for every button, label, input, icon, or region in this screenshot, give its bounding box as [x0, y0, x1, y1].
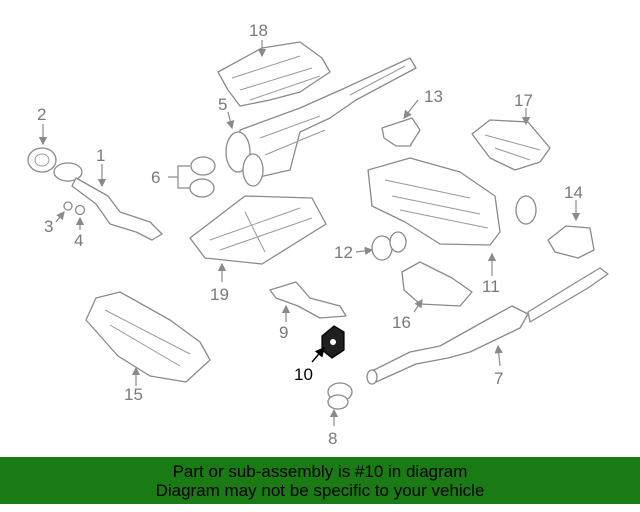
callout-2: 2 [37, 105, 46, 124]
callout-19: 19 [210, 285, 229, 304]
part-16-heat-shield[interactable] [401, 261, 473, 307]
callout-18: 18 [249, 21, 268, 40]
callout-10: 10 [294, 365, 313, 384]
callout-11: 11 [482, 277, 500, 296]
part-9-bracket[interactable] [269, 281, 347, 319]
callout-6: 6 [151, 168, 160, 187]
part-4-nut[interactable] [74, 204, 86, 216]
part-11-muffler[interactable] [367, 157, 537, 246]
part-13-bracket[interactable] [381, 117, 421, 147]
callout-3: 3 [44, 217, 53, 236]
callout-5: 5 [218, 95, 227, 114]
part-1-front-pipe[interactable] [53, 162, 163, 241]
banner-line-1: Part or sub-assembly is #10 in diagram [172, 461, 468, 481]
part-15-tunnel-heat-shield[interactable] [85, 291, 211, 383]
callout-17: 17 [514, 91, 533, 110]
callout-labels: 1 2 3 4 5 6 7 8 9 10 11 12 13 14 15 16 1… [37, 21, 583, 448]
part-7-rear-pipe[interactable] [366, 267, 609, 385]
callout-16: 16 [392, 313, 411, 332]
part-19-floor-heat-shield[interactable] [189, 195, 327, 265]
callout-1: 1 [96, 146, 105, 165]
callout-13: 13 [424, 87, 443, 106]
callout-9: 9 [279, 323, 288, 342]
info-banner: Part or sub-assembly is #10 in diagram D… [0, 457, 640, 504]
leader-lines [38, 40, 581, 426]
part-5-catalytic-converter[interactable] [225, 57, 417, 187]
banner-line-2: Diagram may not be specific to your vehi… [155, 480, 485, 500]
part-18-heat-shield[interactable] [217, 41, 331, 107]
callout-4: 4 [74, 231, 83, 250]
callout-8: 8 [328, 429, 337, 448]
part-12-clamp[interactable] [371, 231, 407, 261]
part-10-rubber-mount[interactable] [321, 325, 345, 359]
part-6-gaskets[interactable] [189, 156, 216, 198]
part-2-gasket[interactable] [27, 147, 57, 173]
exhaust-parts-diagram: 1 2 3 4 5 6 7 8 9 10 11 12 13 14 15 16 1… [27, 21, 609, 448]
callout-7: 7 [494, 369, 503, 388]
part-14-bracket[interactable] [547, 225, 595, 259]
callout-12: 12 [334, 243, 353, 262]
callout-15: 15 [124, 385, 143, 404]
part-3-bolt[interactable] [63, 201, 73, 211]
part-8-clamp[interactable] [327, 382, 353, 410]
part-17-heat-shield[interactable] [471, 119, 551, 171]
callout-14: 14 [564, 183, 583, 202]
